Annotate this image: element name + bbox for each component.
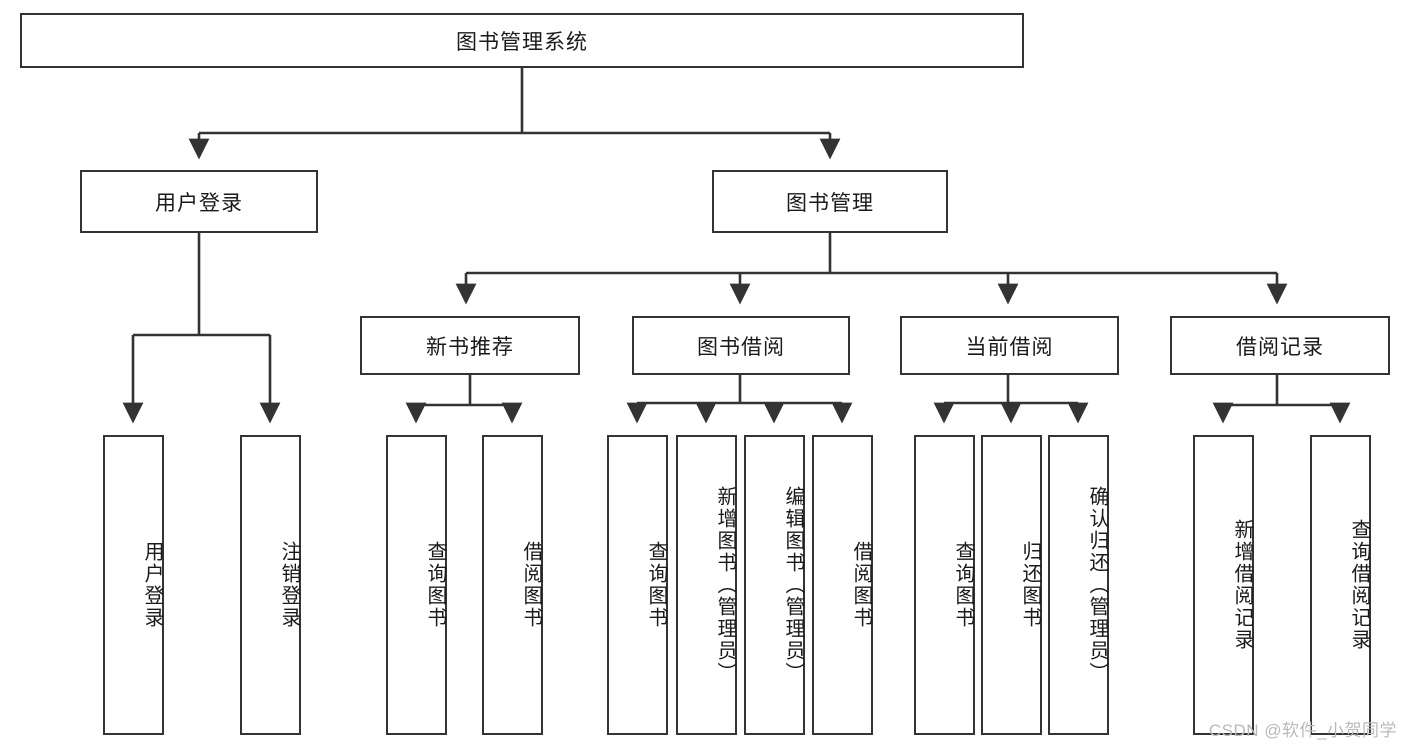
leaf-current-borrow-2[interactable]: 归还图书: [981, 435, 1042, 735]
node-book-borrow-label: 图书借阅: [697, 335, 785, 359]
node-current-borrow-label: 当前借阅: [965, 335, 1054, 359]
leaf-new-book-2[interactable]: 借阅图书: [482, 435, 543, 735]
leaf-current-borrow-1-label: 查询图书: [952, 541, 974, 629]
node-new-book-recommend[interactable]: 新书推荐: [360, 316, 580, 375]
leaf-new-book-1[interactable]: 查询图书: [386, 435, 447, 735]
leaf-book-borrow-2[interactable]: 新增图书（管理员）: [676, 435, 737, 735]
leaf-borrow-record-1[interactable]: 新增借阅记录: [1193, 435, 1254, 735]
leaf-user-login-1[interactable]: 用户登录: [103, 435, 164, 735]
node-user-login[interactable]: 用户登录: [80, 170, 318, 233]
leaf-borrow-record-1-label: 新增借阅记录: [1231, 519, 1253, 651]
node-root[interactable]: 图书管理系统: [20, 13, 1024, 68]
node-root-label: 图书管理系统: [456, 30, 588, 54]
node-current-borrow[interactable]: 当前借阅: [900, 316, 1119, 375]
leaf-current-borrow-3-label: 确认归还（管理员）: [1086, 486, 1108, 684]
leaf-current-borrow-3[interactable]: 确认归还（管理员）: [1048, 435, 1109, 735]
leaf-book-borrow-4-label: 借阅图书: [850, 541, 872, 629]
leaf-new-book-2-label: 借阅图书: [520, 541, 542, 629]
node-borrow-record[interactable]: 借阅记录: [1170, 316, 1390, 375]
leaf-new-book-1-label: 查询图书: [424, 541, 446, 629]
node-book-management-label: 图书管理: [786, 191, 874, 215]
leaf-borrow-record-2[interactable]: 查询借阅记录: [1310, 435, 1371, 735]
leaf-book-borrow-1-label: 查询图书: [645, 541, 667, 629]
leaf-book-borrow-4[interactable]: 借阅图书: [812, 435, 873, 735]
leaf-user-login-1-label: 用户登录: [141, 541, 163, 629]
leaf-current-borrow-1[interactable]: 查询图书: [914, 435, 975, 735]
leaf-book-borrow-3[interactable]: 编辑图书（管理员）: [744, 435, 805, 735]
leaf-book-borrow-3-label: 编辑图书（管理员）: [782, 486, 804, 684]
node-borrow-record-label: 借阅记录: [1236, 335, 1324, 359]
node-new-book-recommend-label: 新书推荐: [426, 335, 514, 359]
node-book-borrow[interactable]: 图书借阅: [632, 316, 850, 375]
csdn-watermark: CSDN @软件_小贺同学: [1208, 721, 1397, 740]
leaf-user-login-2[interactable]: 注销登录: [240, 435, 301, 735]
leaf-book-borrow-2-label: 新增图书（管理员）: [714, 486, 736, 684]
leaf-current-borrow-2-label: 归还图书: [1019, 541, 1041, 629]
leaf-book-borrow-1[interactable]: 查询图书: [607, 435, 668, 735]
node-user-login-label: 用户登录: [155, 191, 243, 215]
leaf-user-login-2-label: 注销登录: [278, 541, 300, 629]
leaf-borrow-record-2-label: 查询借阅记录: [1348, 519, 1370, 651]
node-book-management[interactable]: 图书管理: [712, 170, 948, 233]
